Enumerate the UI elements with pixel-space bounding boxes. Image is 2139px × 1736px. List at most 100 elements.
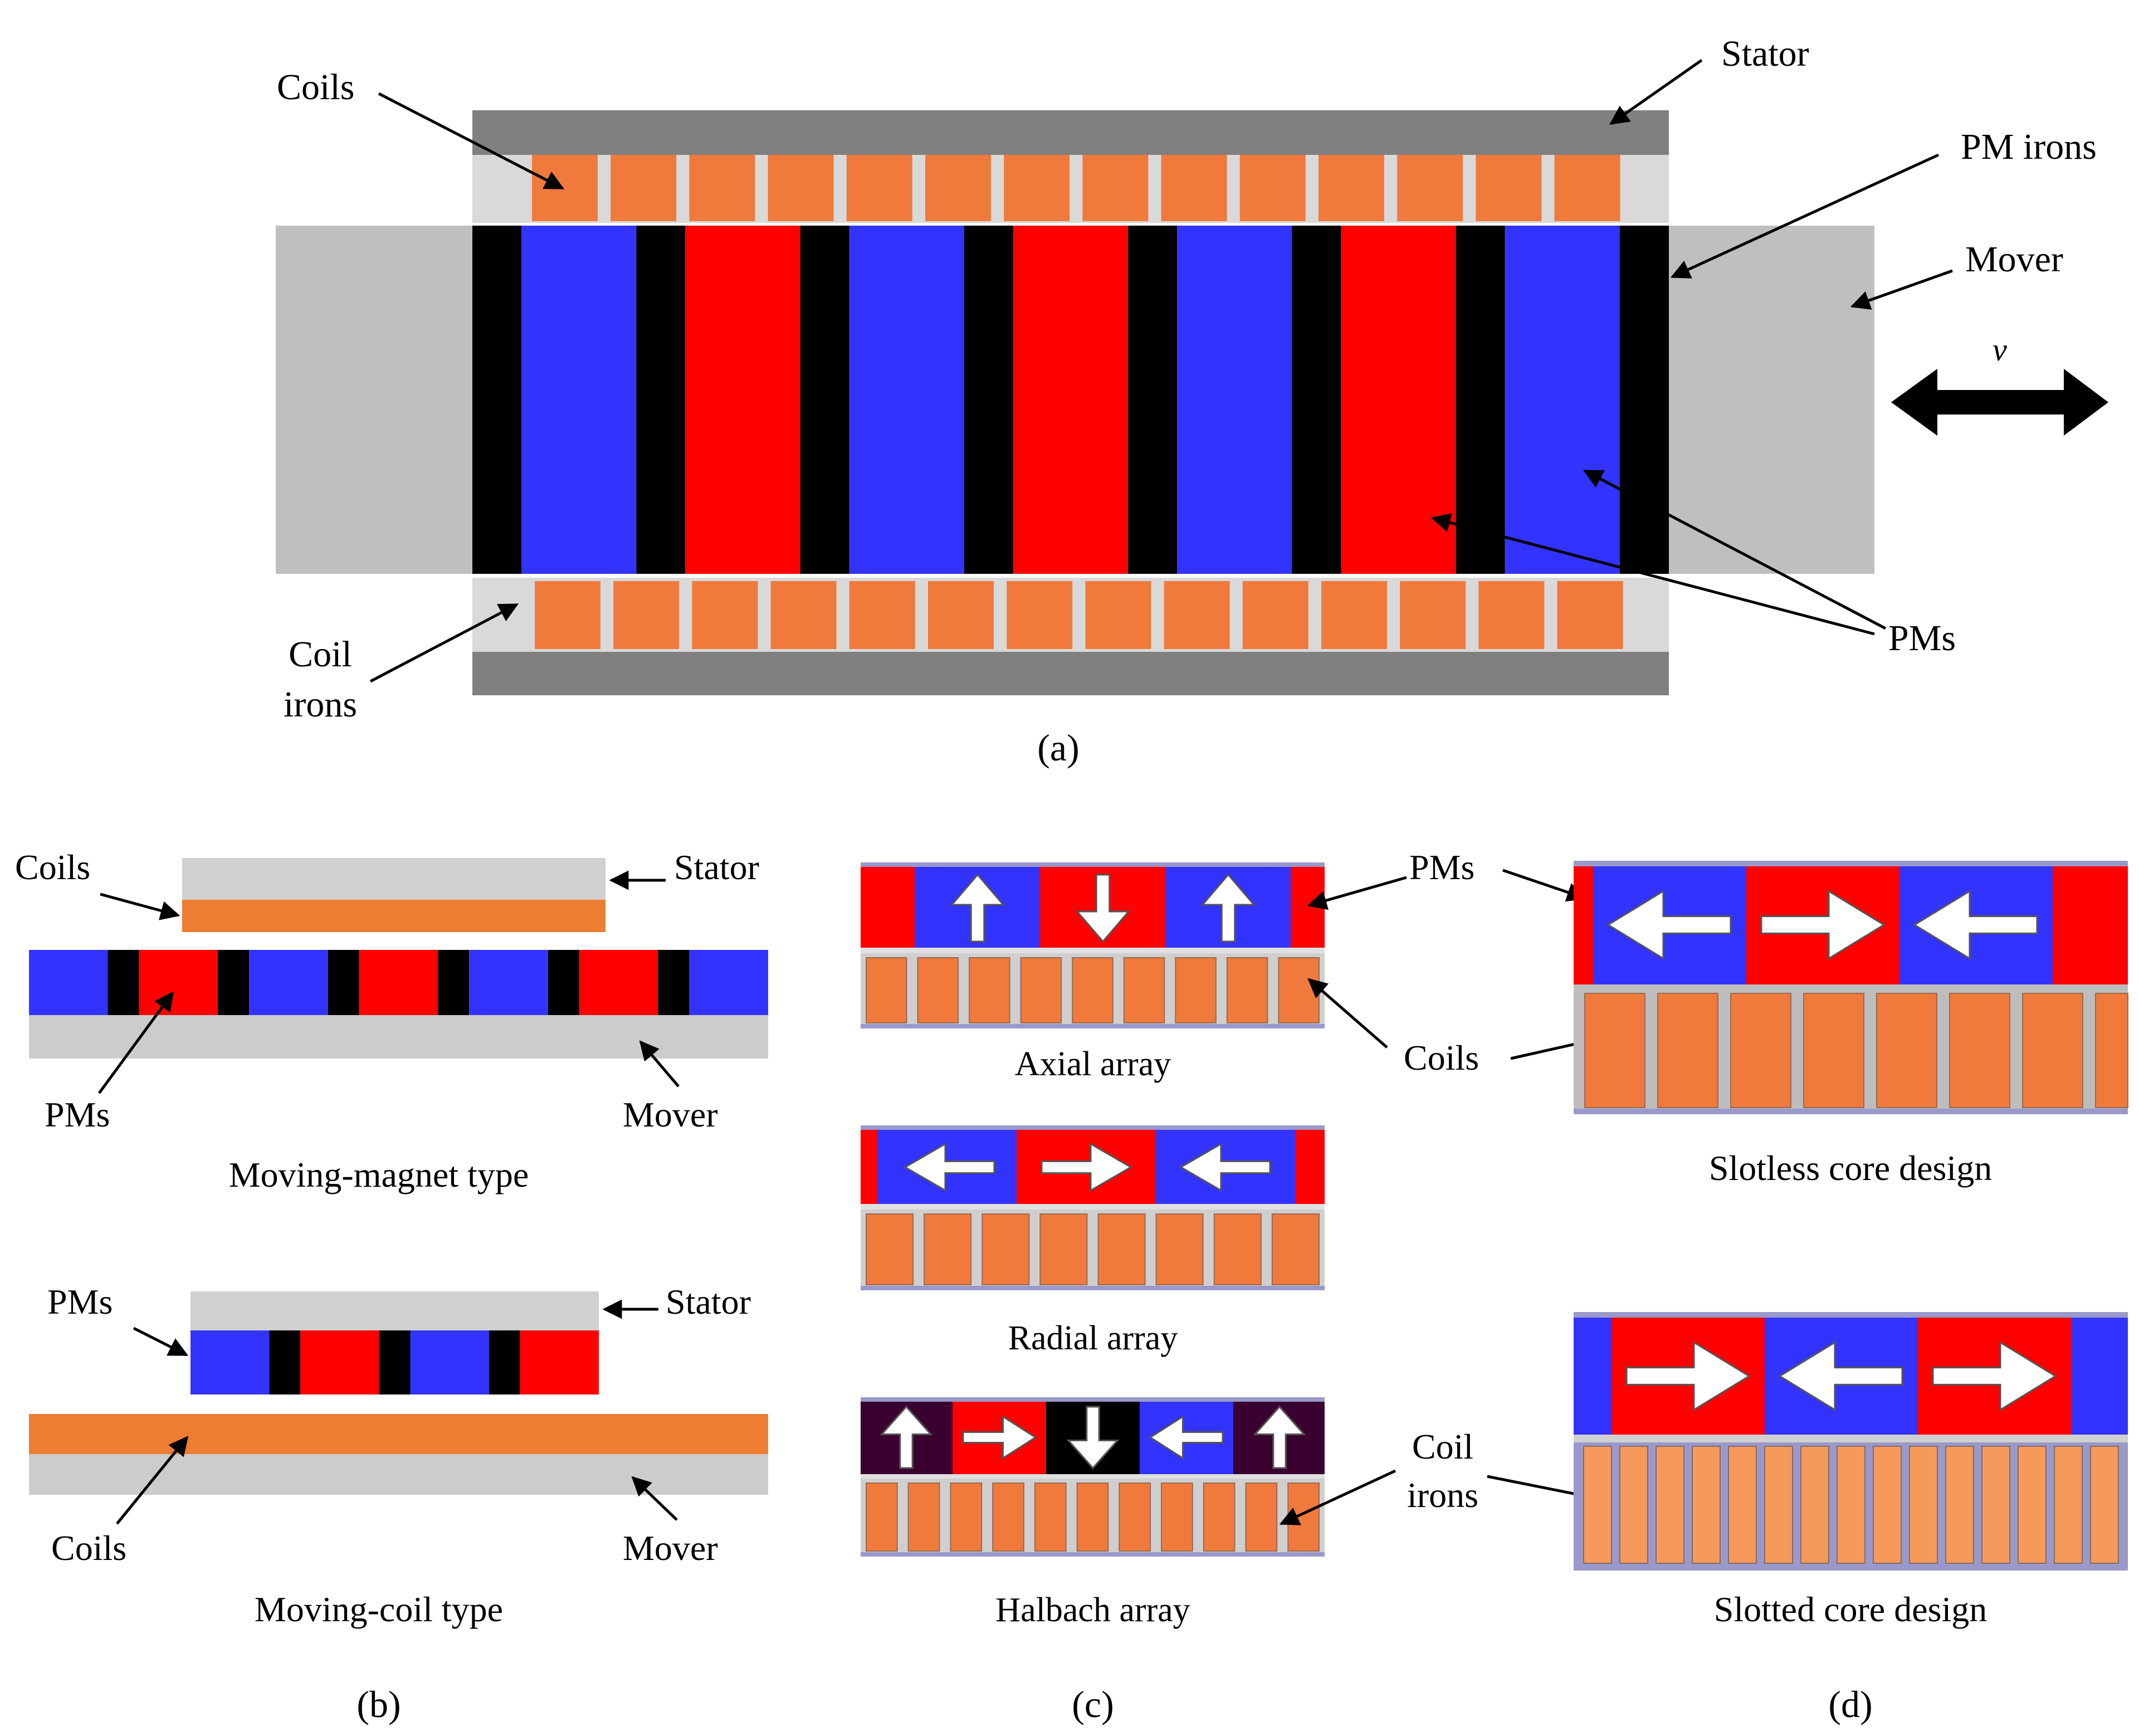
coil-slot: [1909, 1446, 1938, 1564]
title-slotless: Slotless core design: [1709, 1148, 1992, 1188]
mm-label-mover: Mover: [623, 1095, 718, 1134]
coil-slot: [1161, 155, 1227, 221]
mm-pm-row: [29, 950, 768, 1015]
pm-iron: [489, 1330, 520, 1394]
caption-b: (b): [356, 1683, 401, 1725]
coils-top: [532, 155, 1620, 221]
pm-iron: [636, 226, 686, 574]
pm-blue: [1505, 226, 1620, 574]
coil-slot: [1728, 1446, 1757, 1564]
coil-slot: [689, 155, 755, 221]
pm-stack: [472, 226, 1669, 574]
arrow-coils: [378, 92, 565, 190]
mm-arrow-coils: [100, 893, 180, 920]
coil-slot: [1072, 957, 1114, 1023]
pm-iron: [1620, 226, 1669, 574]
coil-slot: [925, 155, 991, 221]
coil-slot: [866, 1483, 898, 1552]
coil-slot: [1321, 581, 1387, 649]
coil-slot: [1764, 1446, 1793, 1564]
stator-top: [472, 110, 1669, 155]
top-iron: [861, 862, 1325, 867]
coil-slot: [1039, 1213, 1088, 1285]
coil-slot: [1876, 993, 1937, 1108]
coil-slot: [1203, 1483, 1235, 1552]
mm-coils: [182, 900, 605, 932]
coil-slot: [866, 957, 907, 1023]
pm-red: [861, 867, 915, 948]
panel-d-core-designs: Slotless core design Slotted core design…: [1574, 861, 2128, 1725]
coil-slot: [768, 155, 834, 221]
mc-title: Moving-coil type: [255, 1589, 503, 1629]
arrow-left-icon: [1778, 1340, 1903, 1412]
pm-iron: [964, 226, 1013, 574]
coil-slot: [907, 1483, 940, 1552]
back-iron: [861, 1024, 1325, 1028]
coil-slot: [1873, 1446, 1902, 1564]
coil-slot: [1583, 1446, 1612, 1564]
label-coil-irons-line1: Coil: [289, 634, 352, 675]
label-coil-irons-line2: irons: [284, 684, 357, 725]
arrow-down-icon: [1066, 1406, 1120, 1470]
coil-slot: [2022, 993, 2083, 1108]
coils-bottom: [535, 581, 1623, 649]
coil-slot: [613, 581, 680, 649]
label-pms: PMs: [1888, 618, 1956, 659]
stator-bottom: [472, 652, 1669, 695]
arrow-left-icon: [1179, 1142, 1271, 1192]
top-iron: [861, 1125, 1325, 1130]
coil-slot: [692, 581, 758, 649]
coil-slot: [1004, 155, 1070, 221]
slotted-core: [1574, 1312, 2128, 1571]
pm-iron: [1292, 226, 1341, 574]
arrow-right-icon: [962, 1415, 1037, 1460]
pm-red: [1013, 226, 1129, 574]
mc-stator: [191, 1291, 599, 1330]
mm-label-stator: Stator: [674, 847, 759, 887]
mc-mover: [29, 1454, 768, 1495]
c-label-pms: PMs: [1409, 847, 1474, 887]
coil-slot: [1692, 1446, 1721, 1564]
coil-slot: [1226, 957, 1268, 1023]
mc-label-stator: Stator: [666, 1282, 751, 1321]
top-iron: [861, 1397, 1325, 1402]
coil-slot: [1945, 1446, 1974, 1564]
back-iron: [861, 1286, 1325, 1290]
arrow-pms-1: [1430, 513, 1875, 636]
pm-blue: [849, 226, 964, 574]
coil-slot: [1554, 155, 1620, 221]
coil-slot: [1557, 581, 1623, 649]
pm-iron: [658, 950, 690, 1015]
arrow-pm-irons: [1670, 153, 1940, 279]
coil-slot: [1164, 581, 1230, 649]
c-arrow-pms-right: [1502, 869, 1587, 902]
pm-red: [2053, 866, 2128, 984]
mc-label-coils: Coils: [51, 1528, 126, 1568]
coil-slot: [1584, 993, 1645, 1108]
slotless-core: [1574, 861, 2128, 1114]
coil-slot: [1949, 993, 2010, 1108]
mc-pm-row: [191, 1330, 599, 1394]
pm-iron: [269, 1330, 301, 1394]
pm-iron: [548, 950, 579, 1015]
velocity-double-arrow: [1891, 369, 2108, 436]
coil-slot: [849, 581, 915, 649]
arrow-left-icon: [1606, 889, 1732, 960]
pm-iron: [328, 950, 359, 1015]
pm-red: [139, 950, 218, 1015]
coil-slot: [1123, 957, 1165, 1023]
coil-slot: [1278, 957, 1320, 1023]
pm-red: [579, 950, 658, 1015]
coil-slot: [1730, 993, 1791, 1108]
coil-slot: [1657, 993, 1718, 1108]
coil-slot: [969, 957, 1010, 1023]
coil-slot: [770, 581, 837, 649]
label-stator: Stator: [1721, 33, 1809, 74]
velocity-label: v: [1993, 331, 2007, 368]
radial-array: [861, 1125, 1325, 1290]
axial-array: [861, 862, 1325, 1028]
top-iron: [1574, 1312, 2128, 1318]
mc-label-pms: PMs: [47, 1282, 113, 1321]
